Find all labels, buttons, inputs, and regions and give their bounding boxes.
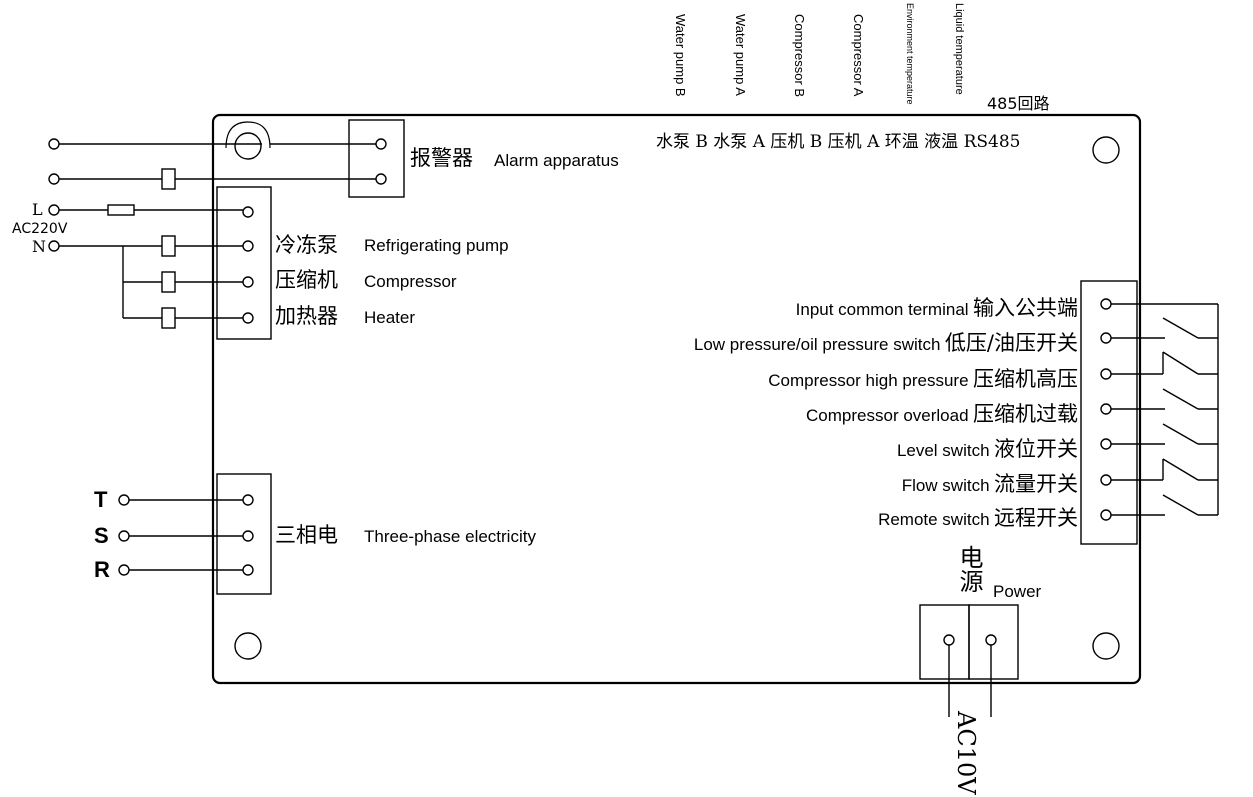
power-voltage-label: AC10V [952, 711, 980, 795]
input-remote-en: Remote switch [878, 510, 990, 529]
mounting-hole [234, 132, 262, 160]
label-compressor-b: Compressor B [792, 14, 807, 98]
output-compressor-en: Compressor [364, 272, 457, 291]
label-compressor-a: Compressor A [851, 14, 866, 97]
alarm-terminal-block [348, 119, 405, 198]
mains-l-label: L [32, 200, 43, 219]
input-flow-en: Flow switch [901, 476, 990, 495]
input-row-overload: Compressor overload 压缩机过载 [806, 398, 1078, 428]
mounting-hole [234, 632, 262, 660]
three-phase-terminal-block [216, 473, 272, 595]
input-row-high-pressure: Compressor high pressure 压缩机高压 [768, 363, 1078, 393]
output-refrigerating-pump-en: Refrigerating pump [364, 236, 509, 255]
label-water-pump-b: Water pump B [673, 14, 688, 97]
input-remote-zh: 远程开关 [994, 506, 1078, 530]
phase-s-label: S [94, 523, 109, 548]
board-header-terminals: 水泵 B 水泵 A 压机 B 压机 A 环温 液温 RS485 [656, 132, 1021, 152]
output-heater-zh: 加热器 [275, 304, 338, 328]
mounting-hole [1092, 136, 1120, 164]
input-row-level: Level switch 液位开关 [897, 433, 1078, 463]
output-terminal-block [216, 186, 272, 340]
phase-r-label: R [94, 557, 110, 582]
input-low-pressure-en: Low pressure/oil pressure switch [693, 335, 941, 354]
label-485-loop: 485回路 [987, 94, 1050, 113]
input-high-pressure-zh: 压缩机高压 [973, 367, 1078, 391]
input-flow-zh: 流量开关 [994, 472, 1078, 496]
label-environment-temperature: Environment temperature [905, 3, 915, 105]
input-row-remote: Remote switch 远程开关 [878, 502, 1078, 532]
phase-t-label: T [94, 487, 108, 512]
three-phase-label-en: Three-phase electricity [364, 527, 536, 546]
input-overload-zh: 压缩机过载 [973, 402, 1078, 426]
output-compressor-zh: 压缩机 [275, 268, 338, 292]
label-water-pump-a: Water pump A [733, 14, 748, 96]
input-row-flow: Flow switch 流量开关 [902, 468, 1078, 498]
power-label-en: Power [993, 582, 1042, 601]
input-level-en: Level switch [896, 441, 990, 460]
mains-voltage-label: AC220V [12, 221, 68, 237]
mains-n-label: N [32, 237, 46, 256]
power-label-zh: 电源 [955, 545, 983, 593]
output-refrigerating-pump-zh: 冷冻泵 [275, 233, 338, 257]
output-heater-en: Heater [364, 308, 416, 327]
input-row-common: Input common terminal 输入公共端 [796, 292, 1078, 322]
input-row-low-pressure: Low pressure/oil pressure switch 低压/油压开关 [694, 327, 1078, 357]
input-overload-en: Compressor overload [806, 406, 969, 425]
alarm-label-en: Alarm apparatus [494, 151, 619, 170]
input-common-zh: 输入公共端 [973, 296, 1078, 320]
controller-board [211, 113, 1142, 685]
input-low-pressure-zh: 低压/油压开关 [944, 331, 1078, 355]
input-terminal-block [1080, 280, 1138, 545]
mounting-hole [1092, 632, 1120, 660]
alarm-label-zh: 报警器 [410, 146, 473, 170]
label-liquid-temperature: Liquid temperature [953, 3, 965, 95]
input-level-zh: 液位开关 [994, 437, 1078, 461]
input-common-en: Input common terminal [795, 300, 969, 319]
three-phase-label-zh: 三相电 [275, 523, 338, 547]
input-high-pressure-en: Compressor high pressure [768, 371, 969, 390]
